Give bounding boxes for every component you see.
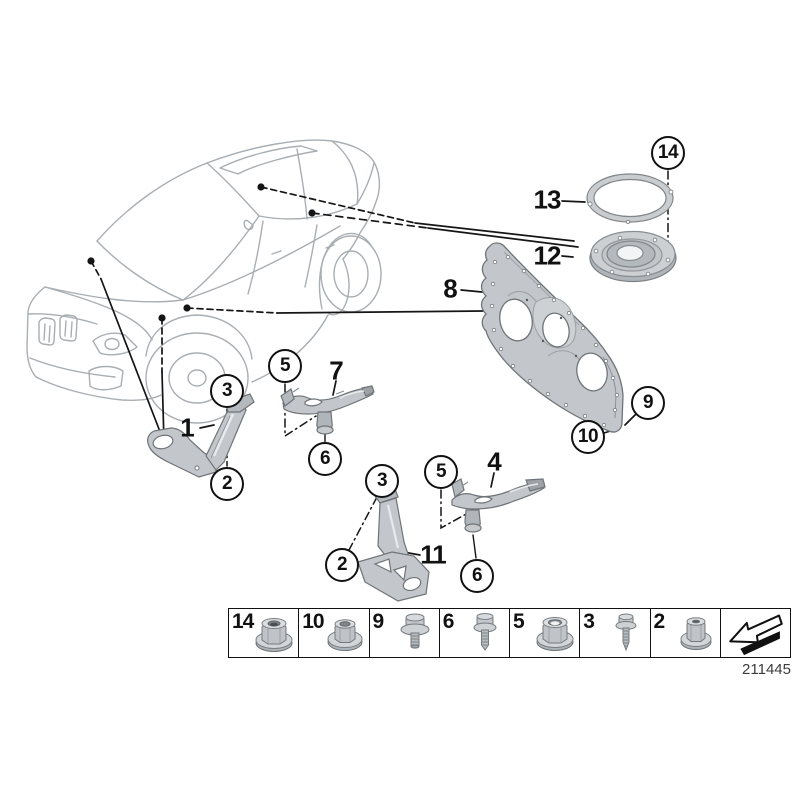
part-label-11[interactable]: 11 (420, 539, 446, 570)
flange-nut-icon (536, 617, 574, 651)
callout-circle-6[interactable]: 6 (308, 442, 342, 476)
disc-12-part (589, 230, 677, 283)
hex-screw-icon (473, 613, 497, 651)
part-label-1[interactable]: 1 (180, 412, 195, 443)
part-label-12[interactable]: 12 (533, 240, 562, 271)
legend-cell-3[interactable]: 3 (580, 609, 651, 657)
leader-lines (87, 170, 669, 559)
callout-circle-3b[interactable]: 3 (365, 464, 399, 498)
part-label-7[interactable]: 7 (329, 355, 344, 386)
legend-cell-10[interactable]: 10 (299, 609, 370, 657)
ring-13-part (586, 173, 674, 225)
callout-circle-2b[interactable]: 2 (325, 548, 359, 582)
part-label-4[interactable]: 4 (487, 446, 502, 477)
fastener-legend: 14 10 9 (228, 608, 791, 658)
callout-circle-5b[interactable]: 5 (424, 455, 458, 489)
panel-8-part (480, 242, 624, 433)
direction-arrow-icon (729, 614, 783, 656)
legend-cell-6[interactable]: 6 (440, 609, 510, 657)
legend-cell-9[interactable]: 9 (370, 609, 440, 657)
callout-circle-14[interactable]: 14 (651, 136, 685, 170)
legend-cell-2[interactable]: 2 (651, 609, 721, 657)
legend-cell-5[interactable]: 5 (510, 609, 581, 657)
legend-cell-14[interactable]: 14 (229, 609, 300, 657)
callout-circle-10[interactable]: 10 (571, 420, 605, 454)
collar-nut-icon (680, 617, 712, 650)
legend-cell-arrow (721, 609, 790, 657)
bracket-4-part (451, 478, 546, 533)
tapping-screw-icon (615, 613, 636, 652)
callout-circle-2[interactable]: 2 (210, 467, 244, 501)
flange-nut-icon (255, 618, 293, 652)
bracket-7-part (280, 385, 375, 435)
bracket-1-part (147, 393, 255, 478)
callout-circle-6b[interactable]: 6 (460, 559, 494, 593)
hex-bolt-icon (400, 613, 430, 649)
car-outline (26, 139, 382, 424)
diagram-id: 211445 (742, 661, 791, 678)
callout-circle-5[interactable]: 5 (268, 349, 302, 383)
part-label-13[interactable]: 13 (533, 184, 562, 215)
callout-circle-9[interactable]: 9 (631, 386, 665, 420)
part-label-8[interactable]: 8 (443, 273, 458, 304)
bracket-11-part (357, 485, 430, 602)
flange-nut-icon (327, 619, 362, 651)
callout-circle-3[interactable]: 3 (210, 374, 244, 408)
